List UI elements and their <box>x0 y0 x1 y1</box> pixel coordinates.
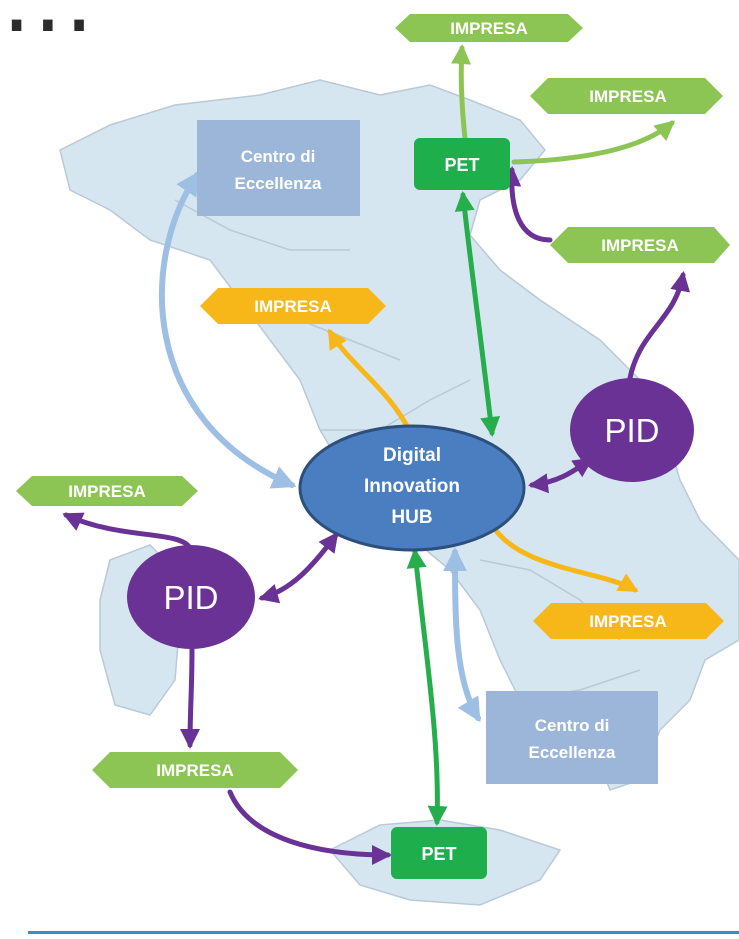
centro-bottom-line2: Eccellenza <box>529 743 616 762</box>
pid-right-circle <box>570 378 694 482</box>
impresa-orange-lower-label: IMPRESA <box>589 612 666 631</box>
impresa-top-label: IMPRESA <box>450 19 527 38</box>
pet-top-label: PET <box>444 155 479 175</box>
centro-bottom-box <box>486 691 658 784</box>
impresa-bottom: IMPRESA <box>92 752 298 788</box>
arrow-hub-centro-bottom <box>443 547 481 723</box>
arrow-pet-impresa-top <box>451 44 471 141</box>
centro-top-line2: Eccellenza <box>235 174 322 193</box>
arrow-hub-pet-bottom <box>406 548 448 826</box>
pid-left: PID <box>127 545 255 649</box>
impresa-top: IMPRESA <box>395 14 583 42</box>
impresa-bottom-label: IMPRESA <box>156 761 233 780</box>
hub-ellipse <box>298 424 526 552</box>
centro-bottom-line1: Centro di <box>535 716 610 735</box>
pet-bottom-box <box>391 827 487 879</box>
centro-bottom: Centro di Eccellenza <box>486 691 658 784</box>
impresa-right-mid-label: IMPRESA <box>601 236 678 255</box>
arrow-pet-impresa-right <box>511 120 676 165</box>
impresa-right-top-label: IMPRESA <box>589 87 666 106</box>
arrow-hub-centro-top <box>158 171 297 489</box>
hub-line1: Digital <box>383 445 441 466</box>
arrow-impresa-pet-bottom <box>227 789 392 865</box>
arrow-hub-impresa-orange-lower <box>489 522 639 593</box>
arrow-hub-impresa-orange-upper <box>327 328 413 435</box>
header-fragment: ... <box>2 0 96 46</box>
impresa-orange-lower-shape <box>533 603 724 639</box>
pid-right: PID <box>570 378 694 482</box>
pid-left-circle <box>127 545 255 649</box>
hub-line3: HUB <box>391 507 432 528</box>
pet-bottom: PET <box>391 827 487 879</box>
impresa-orange-upper-label: IMPRESA <box>254 297 331 316</box>
impresa-orange-lower: IMPRESA <box>533 603 724 639</box>
arrow-pid-impresa-left <box>62 512 193 551</box>
pet-top-box <box>414 138 510 190</box>
centro-top: Centro di Eccellenza <box>197 120 360 216</box>
impresa-right-mid-shape <box>550 227 730 263</box>
impresa-left: IMPRESA <box>16 476 198 506</box>
centro-top-line1: Centro di <box>241 147 316 166</box>
pid-right-label: PID <box>604 412 659 449</box>
pet-bottom-label: PET <box>421 844 456 864</box>
impresa-right-top: IMPRESA <box>530 78 723 114</box>
bottom-rule <box>28 931 739 934</box>
impresa-top-shape <box>395 14 583 42</box>
arrow-pid-impresa-bottom <box>180 645 201 749</box>
impresa-left-label: IMPRESA <box>68 482 145 501</box>
impresa-right-top-shape <box>530 78 723 114</box>
arrow-hub-pet-top <box>454 191 501 437</box>
impresa-orange-upper: IMPRESA <box>200 288 386 324</box>
arrow-impresa-pet <box>501 166 553 243</box>
pet-top: PET <box>414 138 510 190</box>
hub-line2: Innovation <box>364 476 460 497</box>
impresa-right-mid: IMPRESA <box>550 227 730 263</box>
impresa-orange-upper-shape <box>200 288 386 324</box>
arrow-hub-pid-left <box>258 531 339 604</box>
map-region-line-3 <box>320 379 471 431</box>
arrow-pid-impresa-right <box>627 271 691 381</box>
connections <box>62 44 691 865</box>
digital-innovation-hub: Digital Innovation HUB <box>298 424 526 552</box>
centro-top-box <box>197 120 360 216</box>
impresa-left-shape <box>16 476 198 506</box>
pid-left-label: PID <box>163 579 218 616</box>
impresa-bottom-shape <box>92 752 298 788</box>
